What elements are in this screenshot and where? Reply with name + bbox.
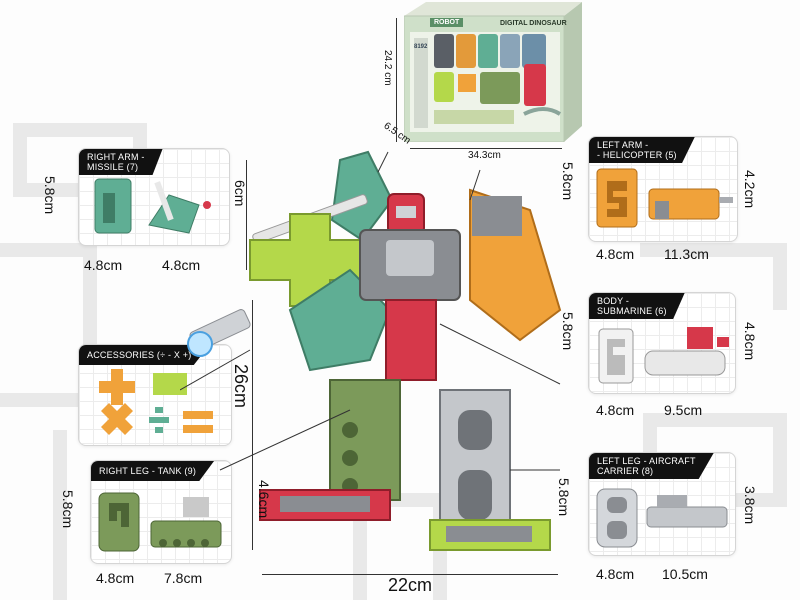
right-leg-width-b: 7.8cm <box>164 570 203 586</box>
box-illustration <box>404 2 582 142</box>
left-leg-width-a: 4.8cm <box>596 566 635 582</box>
right-leg-parts <box>98 492 222 552</box>
right-arm-height: 5.8cm <box>42 176 58 215</box>
panel-right-arm-title: RIGHT ARM - MISSILE (7) <box>79 149 163 175</box>
left-leg-width-b: 10.5cm <box>662 566 708 582</box>
box-width-label: 34.3cm <box>468 150 501 161</box>
panel-left-arm: LEFT ARM - - HELICOPTER (5) <box>588 136 738 242</box>
box-width-line <box>410 148 562 149</box>
robot-waist <box>385 299 437 381</box>
panel-body-title: BODY - SUBMARINE (6) <box>589 293 685 319</box>
arm-height-line <box>246 160 247 270</box>
total-height-line <box>252 300 253 550</box>
body-width-a: 4.8cm <box>596 402 635 418</box>
panel-right-arm: RIGHT ARM - MISSILE (7) <box>78 148 230 246</box>
right-arm-parts <box>94 178 211 234</box>
left-leg-parts <box>596 488 728 548</box>
panel-right-leg-title: RIGHT LEG - TANK (9) <box>91 461 215 481</box>
panel-left-leg: LEFT LEG - AIRCRAFT CARRIER (8) <box>588 452 736 556</box>
body-height: 5.8cm <box>560 312 576 351</box>
left-arm-height-b: 4.2cm <box>742 170 758 209</box>
panel-accessories: ACCESSORIES (÷ - x +) <box>78 344 232 446</box>
panel-body: BODY - SUBMARINE (6) <box>588 292 736 394</box>
left-arm-parts <box>596 168 733 228</box>
right-arm-width-b: 4.8cm <box>162 257 201 273</box>
assembled-robot <box>180 150 562 551</box>
left-arm-width-a: 4.8cm <box>596 246 635 262</box>
box-height-label: 24.2 cm <box>382 50 393 86</box>
body-parts <box>598 327 729 384</box>
robot-total-height: 26cm <box>231 364 251 409</box>
left-leg-height: 5.8cm <box>556 478 572 517</box>
left-leg-height-b: 3.8cm <box>742 486 758 525</box>
accessory-symbols <box>99 369 213 435</box>
right-arm-width-a: 4.8cm <box>84 257 123 273</box>
panel-right-leg: RIGHT LEG - TANK (9) <box>90 460 232 564</box>
box-model: 8192 <box>414 44 428 50</box>
box-subtitle: DIGITAL DINOSAUR <box>500 20 567 27</box>
robot-leg-height: 4.6cm <box>256 480 272 519</box>
robot-total-width: 22cm <box>388 575 433 595</box>
total-width-line <box>262 574 558 575</box>
panel-left-leg-title: LEFT LEG - AIRCRAFT CARRIER (8) <box>589 453 714 479</box>
product-box: ROBOT DIGITAL DINOSAUR 8192 <box>404 2 582 142</box>
panel-accessories-title: ACCESSORIES (÷ - x +) <box>79 345 210 365</box>
box-height-line <box>396 18 397 142</box>
body-height-b: 4.8cm <box>742 322 758 361</box>
body-width-b: 9.5cm <box>664 402 703 418</box>
box-brand: ROBOT <box>430 18 464 27</box>
robot-arm-height: 6cm <box>232 180 248 207</box>
right-leg-height: 5.8cm <box>60 490 76 529</box>
left-arm-height: 5.8cm <box>560 162 576 201</box>
left-arm-width-b: 11.3cm <box>664 246 709 262</box>
robot-tank-leg <box>329 379 401 501</box>
panel-left-arm-title: LEFT ARM - - HELICOPTER (5) <box>589 137 695 163</box>
right-leg-width-a: 4.8cm <box>96 570 135 586</box>
